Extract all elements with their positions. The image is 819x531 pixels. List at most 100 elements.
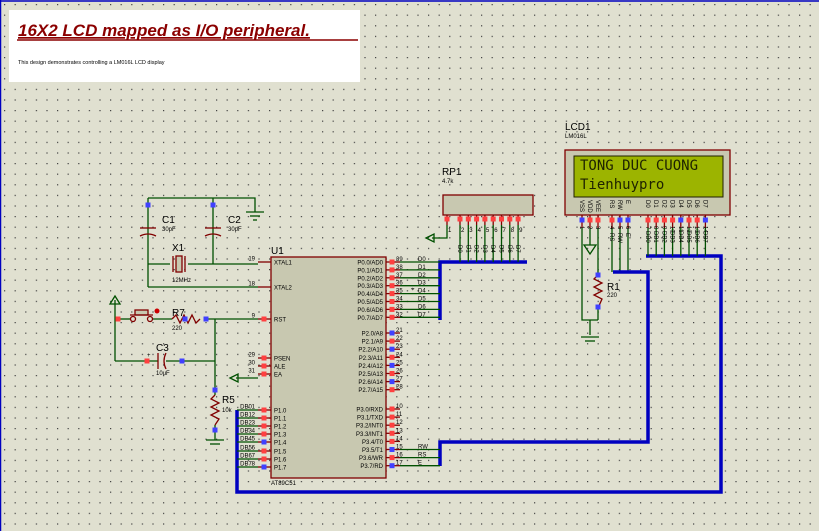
wires xyxy=(114,197,629,440)
lcd-pin-number: 8 xyxy=(652,226,658,230)
u1-pin-number: 7 xyxy=(252,454,256,460)
u1-pin-number: 19 xyxy=(248,257,255,263)
u1-pin-name: P0.0/AD0 xyxy=(357,261,383,267)
pin-marker xyxy=(261,371,267,377)
net-label: RS xyxy=(418,453,426,459)
u1-pin-number: 5 xyxy=(252,437,256,443)
pin-marker xyxy=(465,216,471,222)
pin-marker xyxy=(389,346,395,352)
u1-part: AT89C51 xyxy=(271,481,297,487)
u1-pin-name: RST xyxy=(274,318,286,324)
lcd-pin-name: VEE xyxy=(594,200,600,212)
net-label: E xyxy=(418,461,422,467)
u1-pin-name: P1.5 xyxy=(274,450,287,456)
net-label: D0 xyxy=(418,257,426,263)
net-label: DB2 xyxy=(240,421,252,427)
pin-marker xyxy=(474,216,480,222)
polarity-mark: + xyxy=(147,353,151,359)
u1-pin-name: P1.7 xyxy=(274,466,287,472)
c3-value: 10uF xyxy=(156,371,170,377)
u1-pin-number: 17 xyxy=(396,461,403,467)
pin-marker xyxy=(144,358,150,364)
c2-ref: C2 xyxy=(228,215,241,226)
net-label: D2 xyxy=(418,273,426,279)
u1-pin-name: P3.0/RXD xyxy=(356,408,383,414)
u1-pin-number: 39 xyxy=(396,257,403,263)
pin-marker xyxy=(595,217,601,223)
pin-marker xyxy=(661,217,667,223)
pin-marker xyxy=(212,427,218,433)
x1-value: 12MHz xyxy=(172,278,191,284)
pin-marker xyxy=(389,379,395,385)
net-label: DB7 xyxy=(240,462,252,468)
pin-marker xyxy=(261,423,267,429)
net-label: DB4 xyxy=(240,437,252,443)
pin-marker xyxy=(389,455,395,461)
pin-marker xyxy=(389,291,395,297)
pin-marker xyxy=(389,306,395,312)
u1-pin-number: 35 xyxy=(396,289,403,295)
pin-marker xyxy=(261,431,267,437)
u1-pin-name: P2.2/A10 xyxy=(358,348,383,354)
pin-marker xyxy=(389,330,395,336)
u1-pin-number: 33 xyxy=(396,304,403,310)
u1-pin-number: 24 xyxy=(396,352,403,358)
pin-marker xyxy=(389,299,395,304)
net-label: DB5 xyxy=(685,231,691,243)
pin-marker xyxy=(203,316,209,322)
net-label: DB1 xyxy=(652,231,658,243)
c1-ref: C1 xyxy=(162,215,175,226)
lcd-line-1: TONG DUC CUONG xyxy=(580,158,698,174)
u1-pin-number: 11 xyxy=(396,412,403,418)
pin-marker xyxy=(389,438,395,444)
pin-marker xyxy=(389,338,395,344)
pin-marker xyxy=(115,316,121,322)
pin-marker xyxy=(595,272,601,278)
u1-pin-name: P0.5/AD5 xyxy=(357,300,383,306)
x1-ref: X1 xyxy=(172,243,185,254)
lcd-pin-number: 3 xyxy=(594,226,600,230)
pin-marker xyxy=(482,216,488,222)
u1-pin-number: 25 xyxy=(396,360,403,366)
u1-pin-number: 3 xyxy=(252,421,256,427)
u1-pin-number: 9 xyxy=(252,314,256,320)
pin-marker xyxy=(389,275,395,281)
pin-marker xyxy=(389,371,395,376)
pin-marker xyxy=(670,217,676,223)
pin-marker xyxy=(617,217,623,223)
u1-pin-name: P2.7/A15 xyxy=(358,388,383,394)
net-label: D4 xyxy=(418,289,426,295)
u1-pin-name: P2.6/A14 xyxy=(358,380,383,386)
rp1-pin-number: 7 xyxy=(503,228,507,234)
pin-marker xyxy=(625,217,631,223)
u1-pin-number: 22 xyxy=(396,336,403,342)
lcd-pin-name: VDD xyxy=(586,200,592,213)
u1-pin-number: 36 xyxy=(396,281,403,287)
pin-marker xyxy=(261,448,267,454)
r7-value: 220 xyxy=(172,326,183,332)
u1-pin-number: 32 xyxy=(396,312,403,318)
lcd-pin-number: 9 xyxy=(660,226,666,230)
net-label: DB7 xyxy=(701,231,707,243)
net-label: DB0 xyxy=(644,231,650,243)
net-label: D3 xyxy=(481,245,487,253)
pin-marker xyxy=(182,316,188,322)
ground-symbols xyxy=(108,211,599,445)
pin-marker xyxy=(457,216,463,222)
lcd-pin-number: 7 xyxy=(644,226,650,230)
net-label: D5 xyxy=(498,245,504,253)
u1-pin-number: 34 xyxy=(396,297,403,303)
lcd-pin-name: RS xyxy=(608,200,614,208)
lcd-part: LM016L xyxy=(565,134,587,140)
u1-pin-number: 12 xyxy=(396,420,403,426)
u1-pin-name: P2.0/A8 xyxy=(362,332,384,338)
title-block: 16X2 LCD mapped as I/O peripheral. This … xyxy=(9,10,360,82)
lcd-pin-name: VSS xyxy=(578,200,584,212)
net-label: DB5 xyxy=(240,446,252,452)
u1-pin-name: P0.3/AD3 xyxy=(357,284,383,290)
net-label: DB3 xyxy=(240,429,252,435)
pin-marker xyxy=(702,217,708,223)
